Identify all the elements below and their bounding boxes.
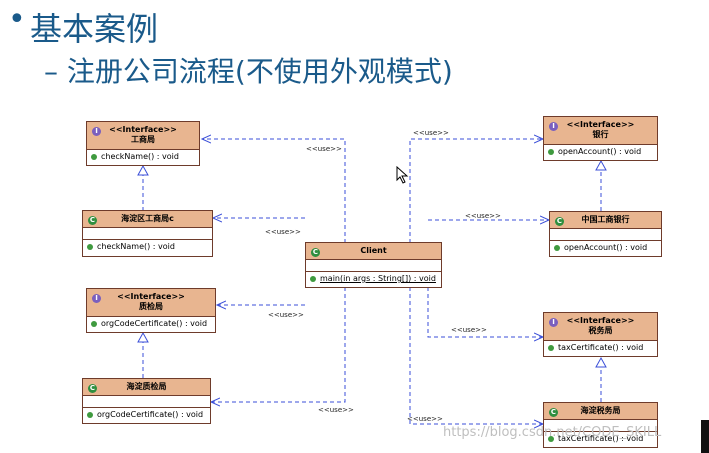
use-label: <<use>> — [318, 406, 354, 414]
method-icon — [554, 245, 560, 251]
use-label: <<use>> — [268, 311, 304, 319]
watermark: https://blog.csdn.net/CODE_SKILL — [443, 425, 662, 440]
class-icon: C — [88, 384, 97, 393]
class-zhijianju: I <<Interface>> 质检局 orgCodeCertificate()… — [86, 288, 216, 333]
use-label: <<use>> — [306, 145, 342, 153]
method-icon — [87, 412, 93, 418]
interface-icon: I — [549, 122, 558, 131]
method-icon — [548, 436, 554, 442]
class-client: C Client main(in args : String[]) : void — [305, 242, 442, 288]
method-icon — [548, 345, 554, 351]
interface-icon: I — [549, 318, 558, 327]
interface-icon: I — [92, 294, 101, 303]
class-gongshangju: I <<Interface>> 工商局 checkName() : void — [86, 121, 200, 166]
use-label: <<use>> — [465, 212, 501, 220]
method-icon — [91, 321, 97, 327]
class-icon: C — [555, 217, 564, 226]
slide-title: 基本案例 — [30, 10, 159, 48]
class-icon: C — [549, 408, 558, 417]
use-label: <<use>> — [413, 129, 449, 137]
use-label: <<use>> — [451, 326, 487, 334]
class-zhongguo-gongshang-yinhang: C 中国工商银行 openAccount() : void — [549, 211, 662, 257]
use-label: <<use>> — [265, 228, 301, 236]
method-icon — [548, 149, 554, 155]
class-icon: C — [88, 216, 97, 225]
interface-icon: I — [92, 127, 101, 136]
class-icon: C — [311, 248, 320, 257]
class-shuiwuju: I <<Interface>> 税务局 taxCertificate() : v… — [543, 312, 658, 357]
mouse-cursor-icon — [396, 166, 409, 184]
bullet: • — [8, 2, 26, 37]
class-haidian-zhijianju: C 海淀质检局 orgCodeCertificate() : void — [82, 378, 211, 424]
class-haidian-shuiwuju: C 海淀税务局 taxCertificate() : void — [543, 402, 658, 448]
use-label: <<use>> — [407, 415, 443, 423]
method-icon — [310, 276, 316, 282]
method-icon — [87, 244, 93, 250]
class-haidian-gongshangju: C 海淀区工商局c checkName() : void — [82, 210, 213, 257]
slide-subtitle: – 注册公司流程(不使用外观模式) — [44, 55, 453, 88]
class-yinhang: I <<Interface>> 银行 openAccount() : void — [543, 116, 658, 161]
edge-bar — [701, 420, 709, 453]
method-icon — [91, 154, 97, 160]
